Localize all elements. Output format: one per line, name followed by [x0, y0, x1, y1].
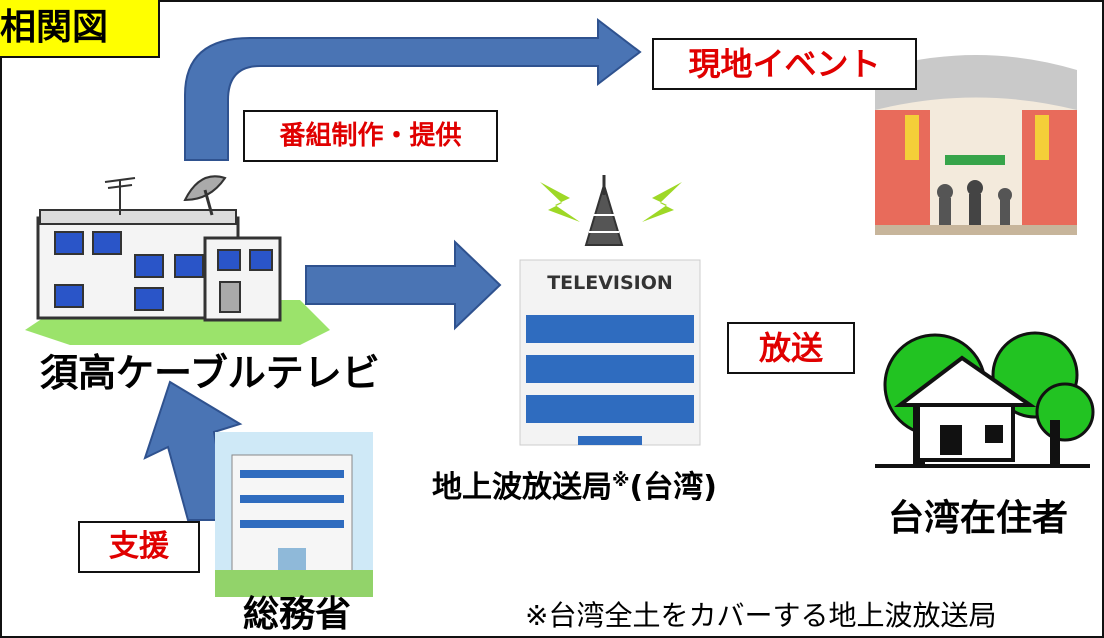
tv-tower-icon: [584, 175, 624, 246]
shopping-arcade-image: [875, 55, 1077, 235]
label-cable-tv: 須高ケーブルテレビ: [40, 351, 380, 395]
footnote-text: ※台湾全土をカバーする地上波放送局: [525, 599, 997, 632]
station-sign-icon: [519, 259, 701, 446]
label-production: 番組制作・提供: [243, 110, 498, 162]
arrow-to-station-icon: [305, 239, 502, 331]
cable-tv-building-icon: [25, 177, 330, 345]
station-region: (台湾): [629, 470, 717, 505]
label-broadcast: 放送: [727, 322, 855, 374]
label-station: 地上波放送局※(台湾): [432, 460, 717, 509]
diagram-title: 相関図: [0, 0, 160, 58]
tv-sign-label: TELEVISION: [547, 272, 673, 294]
house-icon: [875, 355, 1090, 468]
label-residents: 台湾在住者: [888, 498, 1069, 539]
office-building-icon: [215, 432, 373, 597]
label-support: 支援: [78, 521, 200, 573]
station-footnote-mark: ※: [612, 470, 630, 491]
arrow-to-event-icon: [184, 17, 642, 161]
label-ministry: 総務省: [243, 594, 352, 635]
lightning-icon: [540, 182, 682, 222]
station-name: 地上波放送局: [432, 470, 612, 505]
label-event: 現地イベント: [652, 38, 917, 90]
satellite-dish-icon: [183, 175, 227, 216]
